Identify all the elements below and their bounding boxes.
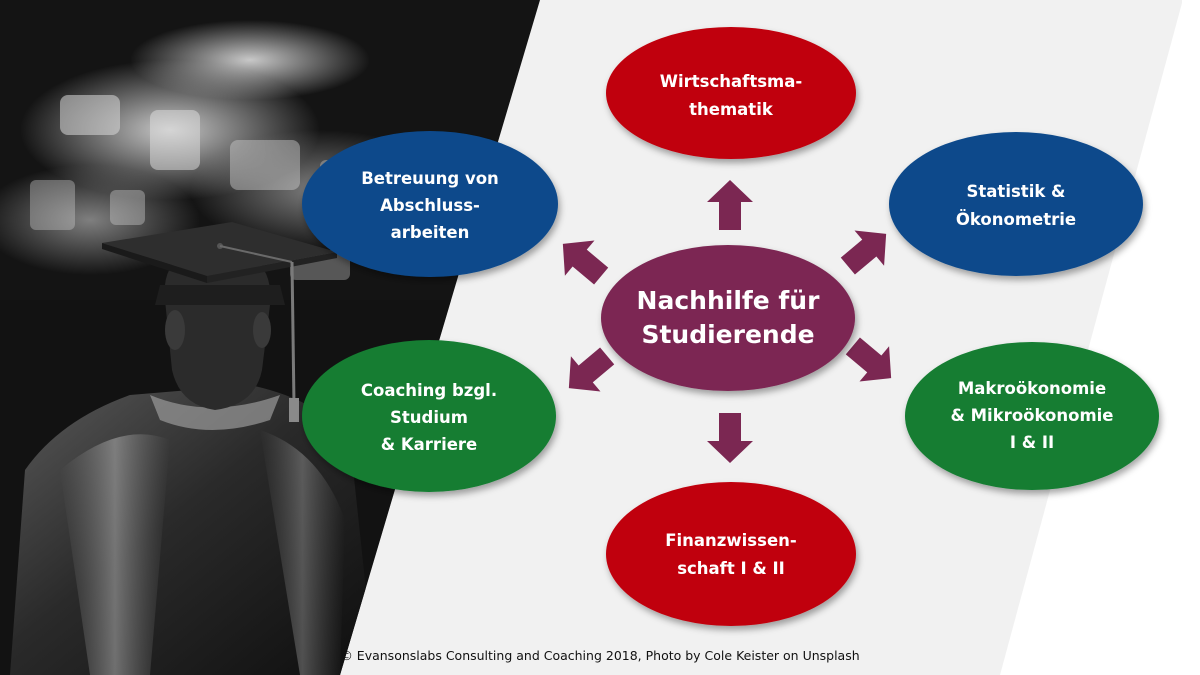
node-statistik-line-2: Ökonometrie [956, 210, 1076, 229]
node-wirtschaftsmathematik: Wirtschaftsma- thematik [606, 27, 856, 159]
node-betreuung-line-1: Betreuung von [361, 169, 499, 188]
node-wirtschaftsmathematik-line-1: Wirtschaftsma- [660, 72, 802, 91]
arrows-layer [562, 180, 892, 463]
center-node-line-1: Nachhilfe für [637, 286, 821, 315]
arrow-down-left-icon [568, 347, 615, 392]
node-statistik-line-1: Statistik & [967, 182, 1066, 201]
node-coaching: Coaching bzgl. Studium & Karriere [302, 340, 556, 492]
node-finanzwissenschaft-line-2: schaft I & II [677, 559, 785, 578]
node-finanzwissenschaft-ellipse [606, 482, 856, 626]
node-makro-mikro-line-3: I & II [1010, 433, 1054, 452]
node-betreuung: Betreuung von Abschluss- arbeiten [302, 131, 558, 277]
node-makro-mikro-line-2: & Mikroökonomie [951, 406, 1114, 425]
arrow-up-icon [707, 180, 753, 230]
arrow-down-icon [707, 413, 753, 463]
center-node-line-2: Studierende [641, 320, 814, 349]
node-betreuung-ellipse [302, 131, 558, 277]
center-node-ellipse [601, 245, 855, 391]
node-makro-mikro-ellipse [905, 342, 1159, 490]
photo-credit: © Evansonslabs Consulting and Coaching 2… [340, 648, 860, 663]
node-wirtschaftsmathematik-line-2: thematik [689, 100, 774, 119]
node-coaching-line-1: Coaching bzgl. [361, 381, 497, 400]
node-makro-mikro: Makroökonomie & Mikroökonomie I & II [905, 342, 1159, 490]
node-coaching-ellipse [302, 340, 556, 492]
node-coaching-line-3: & Karriere [381, 435, 478, 454]
node-statistik-ellipse [889, 132, 1143, 276]
center-node: Nachhilfe für Studierende [601, 245, 855, 391]
nodes-layer: Wirtschaftsma- thematik Statistik & Ökon… [302, 27, 1159, 626]
node-betreuung-line-2: Abschluss- [380, 196, 480, 215]
arrow-up-right-icon [840, 230, 887, 275]
node-wirtschaftsmathematik-ellipse [606, 27, 856, 159]
node-betreuung-line-3: arbeiten [391, 223, 470, 242]
arrow-down-right-icon [845, 337, 892, 382]
node-statistik: Statistik & Ökonometrie [889, 132, 1143, 276]
node-finanzwissenschaft: Finanzwissen- schaft I & II [606, 482, 856, 626]
arrow-up-left-icon [562, 240, 609, 285]
node-coaching-line-2: Studium [390, 408, 468, 427]
node-makro-mikro-line-1: Makroökonomie [958, 379, 1106, 398]
node-finanzwissenschaft-line-1: Finanzwissen- [665, 531, 796, 550]
